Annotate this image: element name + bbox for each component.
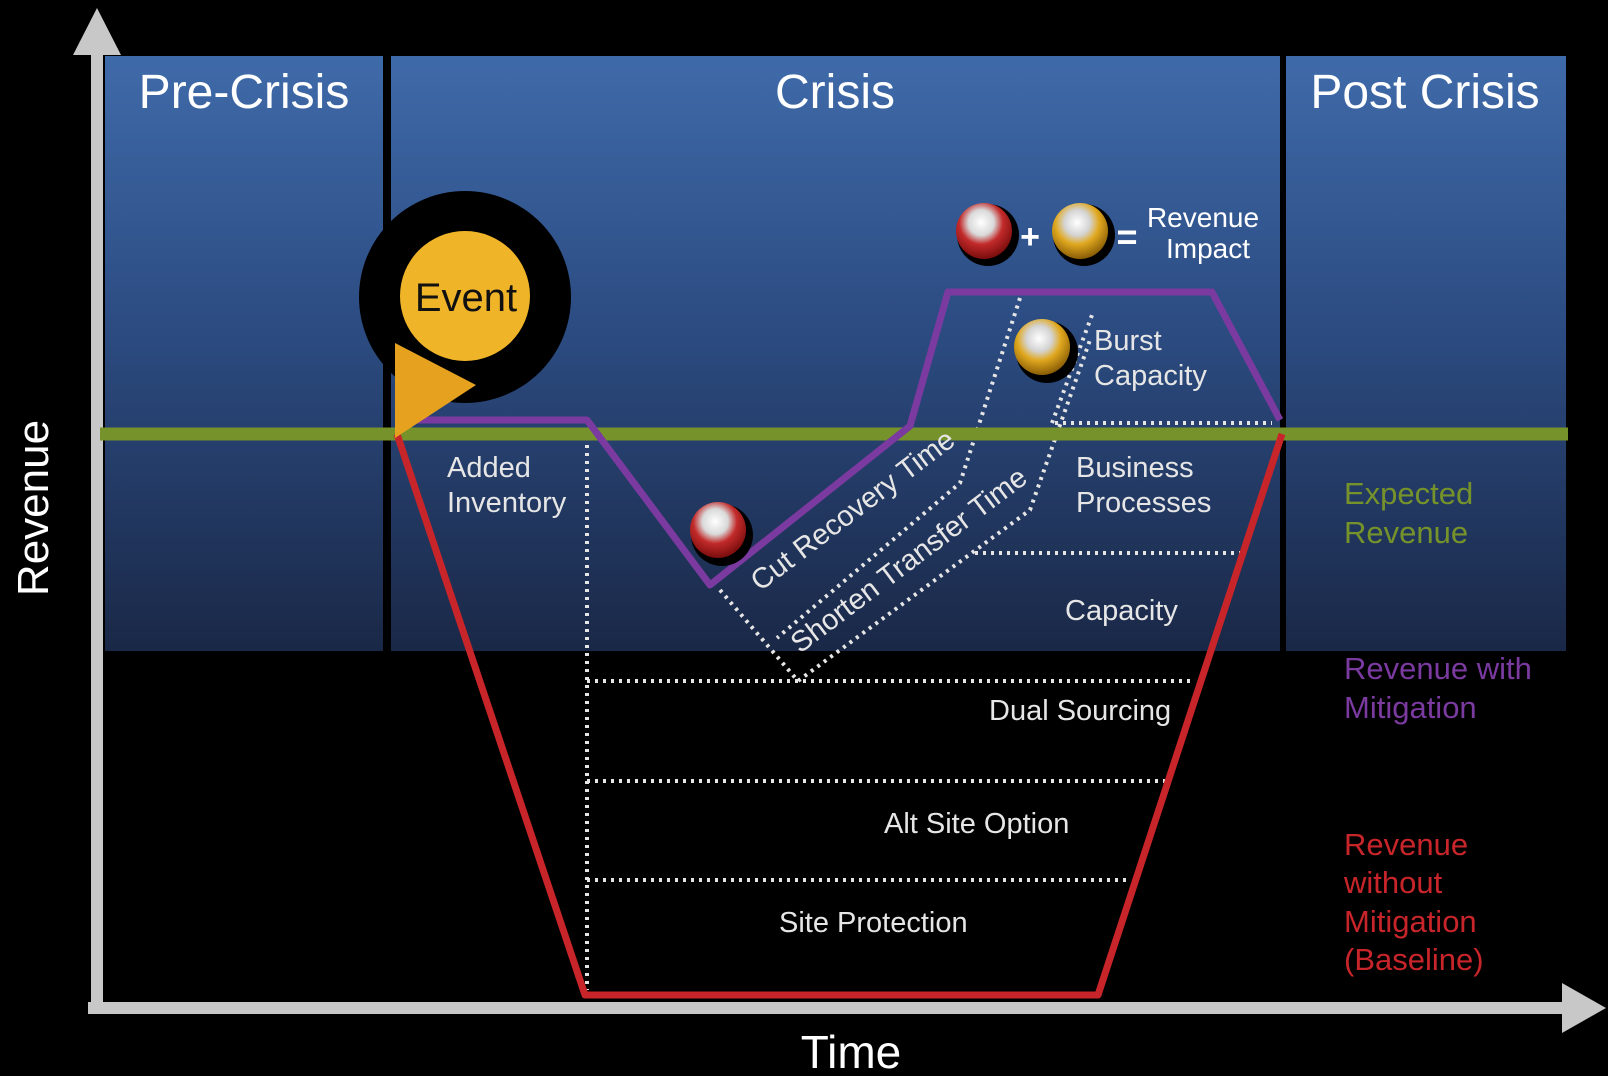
dip-red-ball-icon-inner [690, 502, 746, 558]
legend-expected-line1: Expected [1344, 476, 1473, 511]
legend-without-mitigation-line1: Revenue [1344, 827, 1468, 862]
panel-pre-crisis [105, 56, 383, 651]
alt-site-option-label: Alt Site Option [884, 808, 1069, 840]
divider-burst-left [775, 297, 1022, 640]
legend-without-mitigation-line4: (Baseline) [1344, 942, 1484, 977]
legend-without-mitigation-line2: without [1343, 865, 1443, 900]
phase-title-pre-crisis: Pre-Crisis [139, 66, 350, 119]
red-ball-icon-inner [956, 203, 1012, 259]
x-axis-arrowhead [1562, 983, 1606, 1033]
legend-without-mitigation-line3: Mitigation [1344, 904, 1477, 939]
revenue-with-mitigation-line [397, 288, 1284, 589]
equals-sign: = [1116, 216, 1137, 257]
business-processes-label-line1: Business [1076, 452, 1194, 484]
phase-title-crisis: Crisis [775, 66, 895, 119]
burst-capacity-label-line1: Burst [1094, 325, 1162, 357]
revenue-impact-line2: Impact [1166, 233, 1250, 264]
burst-capacity-label-line2: Capacity [1094, 360, 1207, 392]
plus-sign: + [1020, 218, 1040, 256]
y-axis-arrowhead [73, 8, 121, 55]
dual-sourcing-label: Dual Sourcing [989, 695, 1171, 727]
added-inventory-label-line2: Inventory [447, 487, 567, 519]
site-protection-label: Site Protection [779, 907, 968, 939]
divider-cut-recovery [718, 339, 1092, 684]
business-processes-label-line2: Processes [1076, 487, 1211, 519]
legend-with-mitigation-line2: Mitigation [1344, 690, 1477, 725]
x-axis-label: Time [801, 1026, 902, 1076]
y-axis-label: Revenue [9, 420, 58, 596]
event-marker [400, 231, 530, 361]
burst-gold-ball-icon-inner [1014, 319, 1070, 375]
legend-expected-line2: Revenue [1344, 515, 1468, 550]
revenue-impact-line1: Revenue [1147, 202, 1259, 233]
capacity-label: Capacity [1065, 595, 1178, 627]
revenue-without-mitigation-line [393, 432, 1286, 999]
event-label: Event [415, 276, 517, 320]
phase-title-post-crisis: Post Crisis [1310, 66, 1539, 119]
gold-ball-icon-inner [1052, 203, 1108, 259]
panel-post-crisis [1286, 56, 1566, 651]
event-pointer [395, 343, 476, 438]
legend-with-mitigation-line1: Revenue with [1344, 651, 1532, 686]
added-inventory-label-line1: Added [447, 452, 531, 484]
